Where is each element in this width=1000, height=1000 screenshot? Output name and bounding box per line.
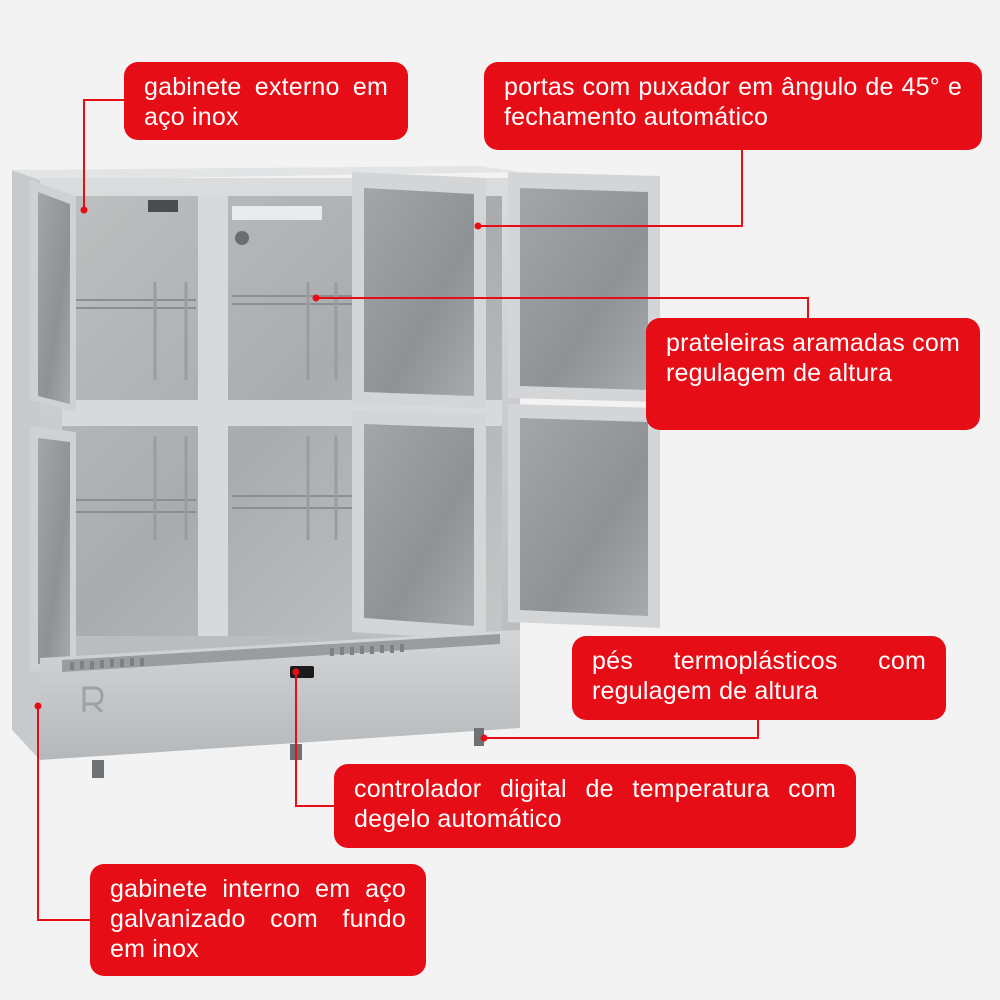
right-doors bbox=[508, 172, 660, 628]
callout-controller: controlador digital de temperatura com d… bbox=[334, 764, 856, 848]
callout-shelves: prateleiras aramadas com regulagem de al… bbox=[646, 318, 980, 430]
left-doors bbox=[30, 180, 76, 672]
sensor-box bbox=[148, 200, 178, 212]
callout-feet: pés termoplásticos com regulagem de altu… bbox=[572, 636, 946, 720]
fan bbox=[235, 231, 249, 245]
vent-grille bbox=[70, 644, 404, 670]
brand-r-logo-icon bbox=[82, 686, 104, 714]
digital-controller bbox=[290, 666, 314, 678]
callout-internal-cabinet: gabinete interno em aço galvanizado com … bbox=[90, 864, 426, 976]
evaporator bbox=[232, 206, 322, 220]
callout-doors: portas com puxador em ângulo de 45° e fe… bbox=[484, 62, 982, 150]
cabinet-top bbox=[12, 166, 520, 180]
center-doors bbox=[352, 172, 486, 640]
callout-external-cabinet: gabinete externo em aço inox bbox=[124, 62, 408, 140]
